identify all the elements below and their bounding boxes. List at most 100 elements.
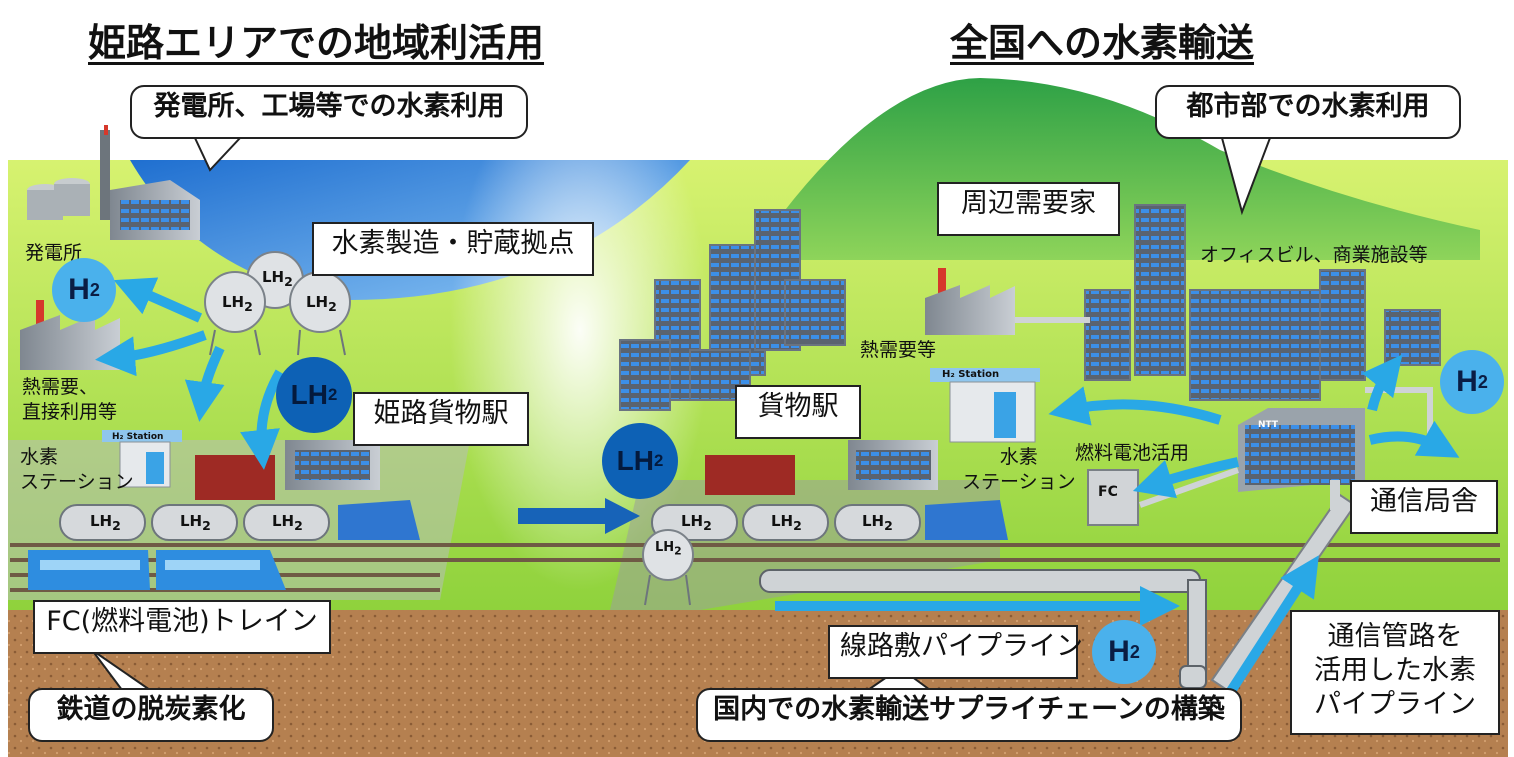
arrow-down-left [184, 345, 225, 422]
arrow-to-fc [1132, 457, 1240, 499]
label-station-sign-left: H₂ Station [112, 432, 164, 442]
tank-label-top-sub: 2 [284, 274, 293, 289]
arrow-right [1368, 420, 1460, 458]
car-label-5-sub: 2 [793, 518, 802, 533]
fc-unit [1087, 469, 1139, 526]
car-label-5: LH2 [771, 512, 802, 533]
heat-demand-line-1: 熱需要、 [22, 376, 99, 398]
telecom-pipeline-line-3: パイプライン [1314, 688, 1476, 720]
h2-station-right-line-2: ステーション [962, 470, 1076, 493]
label-h2-station-left: 水素 ステーション [20, 445, 134, 494]
lh2-badge-left-text: LH [290, 379, 328, 410]
h2-station-left-line-2: ステーション [20, 470, 134, 493]
h2-badge-right-text: H [1456, 365, 1478, 398]
car-label-4-text: LH [681, 512, 704, 530]
telecom-building-illustration [1238, 408, 1365, 492]
telecom-pipeline-line-1: 通信管路を [1327, 621, 1463, 652]
h2-badge-bottom-text: H [1108, 635, 1130, 668]
car-label-1-sub: 2 [112, 518, 121, 533]
heading-left: 姫路エリアでの地域利活用 [88, 21, 545, 65]
tank-label-top-text: LH [262, 268, 285, 286]
box-telecom-building: 通信局舎 [1350, 480, 1498, 534]
car-label-2: LH2 [180, 512, 211, 533]
tank-label-left: LH2 [222, 293, 253, 314]
h2-station-left-line-1: 水素 [20, 446, 59, 468]
car-label-3-sub: 2 [294, 518, 303, 533]
car-label-5-text: LH [771, 512, 794, 530]
lh2-tank-platform [642, 529, 694, 606]
lh2-tank-train-left [59, 500, 420, 541]
box-fc-train: FC(燃料電池)トレイン [33, 600, 331, 654]
car-label-1-text: LH [90, 512, 113, 530]
box-telecom-pipeline: 通信管路を 活用した水素 パイプライン [1290, 610, 1500, 735]
box-track-pipeline: 線路敷パイプライン [828, 625, 1083, 679]
tank-label-platform: LH2 [655, 540, 682, 558]
tank-label-platform-sub: 2 [674, 544, 682, 558]
box-freight-station: 貨物駅 [735, 385, 861, 439]
label-fuel-cell-use: 燃料電池活用 [1075, 442, 1190, 464]
car-label-6: LH2 [862, 512, 893, 533]
car-label-3: LH2 [272, 512, 303, 533]
label-office-commercial: オフィスビル、商業施設等 [1200, 244, 1428, 266]
heat-demand-line-2: 直接利用等 [22, 400, 118, 423]
tank-label-left-sub: 2 [244, 299, 253, 314]
heat-demand-factory-left [20, 300, 120, 370]
power-plant-illustration [27, 125, 200, 240]
car-label-3-text: LH [272, 512, 295, 530]
freight-station-illustration [705, 440, 938, 495]
heading-right: 全国への水素輸送 [950, 21, 1255, 65]
tank-label-left-text: LH [222, 293, 245, 311]
fc-train-illustration [28, 550, 286, 590]
himeji-freight-station-illustration [195, 440, 380, 500]
label-heat-demand-left: 熱需要、 直接利用等 [22, 375, 117, 424]
lh2-tank-train-right [651, 500, 1008, 541]
label-heat-demand-right: 熱需要等 [860, 339, 937, 361]
callout-railway: 鉄道の脱炭素化 [28, 688, 274, 742]
tank-label-right: LH2 [306, 293, 337, 314]
label-ntt: NTT [1258, 420, 1279, 430]
box-production-base: 水素製造・貯蔵拠点 [312, 222, 594, 276]
tank-label-right-sub: 2 [328, 299, 337, 314]
tank-label-platform-text: LH [655, 540, 675, 555]
lh2-badge-center-text: LH [616, 445, 654, 476]
label-fc: FC [1098, 484, 1118, 500]
lh2-storage-tanks [204, 251, 351, 356]
telecom-pipeline-line-2: 活用した水素 [1314, 654, 1476, 686]
lh2-badge-center-sub: 2 [653, 451, 664, 470]
callout-supply-chain: 国内での水素輸送サプライチェーンの構築 [696, 688, 1242, 742]
car-label-6-sub: 2 [884, 518, 893, 533]
h2-badge-right-sub: 2 [1477, 371, 1488, 392]
label-station-sign-right: H₂ Station [942, 369, 1000, 380]
h2-badge-left-text: H [68, 273, 90, 306]
arrow-up-right [1361, 354, 1403, 412]
car-label-2-text: LH [180, 512, 203, 530]
car-label-1: LH2 [90, 512, 121, 533]
h2-badge-left-sub: 2 [89, 279, 100, 300]
arrow-to-h2-station-right [1048, 386, 1222, 426]
car-label-6-text: LH [862, 512, 885, 530]
h2-badge-bottom-sub: 2 [1129, 641, 1140, 662]
heat-demand-factory-right [925, 268, 1015, 335]
transport-arrow [518, 498, 640, 534]
callout-urban-use: 都市部での水素利用 [1155, 85, 1461, 139]
callout-power-factory: 発電所、工場等での水素利用 [130, 85, 528, 139]
track-pipeline [759, 569, 1207, 689]
car-label-2-sub: 2 [202, 518, 211, 533]
car-label-4: LH2 [681, 512, 712, 533]
flow-arrows [95, 277, 1460, 708]
h2-station-right [930, 368, 1040, 443]
box-himeji-station: 姫路貨物駅 [353, 392, 529, 446]
arrow-tank-to-train [240, 369, 285, 470]
arrow-to-heat-demand-left [95, 330, 207, 377]
box-nearby-demand: 周辺需要家 [937, 182, 1120, 236]
tank-label-top: LH2 [262, 268, 293, 289]
telecom-riser-pipe [1330, 480, 1340, 510]
arrow-conduit-up [1217, 555, 1319, 708]
label-h2-station-right: 水素 ステーション [962, 445, 1076, 494]
car-label-4-sub: 2 [703, 518, 712, 533]
h2-station-right-line-1: 水素 [999, 446, 1038, 468]
